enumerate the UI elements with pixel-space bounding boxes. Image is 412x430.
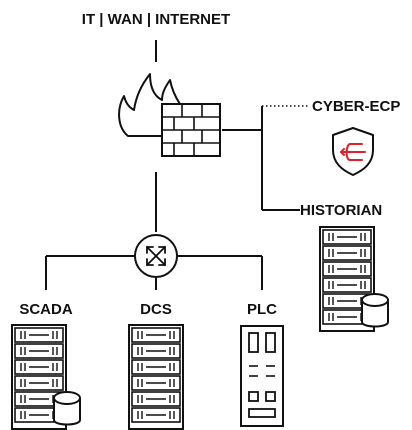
cyber-ecp-label: CYBER-ECP (312, 98, 400, 115)
plc-controller-icon (240, 325, 284, 427)
scada-database-icon (53, 391, 81, 426)
firewall-icon (118, 73, 221, 157)
shield-trident-icon (332, 127, 374, 176)
dcs-label: DCS (140, 301, 172, 318)
historian-label: HISTORIAN (300, 202, 382, 219)
historian-database-icon (361, 293, 389, 328)
dcs-server-icon (128, 324, 184, 430)
scada-server-icon (11, 324, 67, 430)
network-switch-icon (134, 234, 178, 278)
connection-lines (45, 40, 310, 290)
scada-label: SCADA (19, 301, 73, 318)
plc-label: PLC (247, 301, 277, 318)
internet-label: IT | WAN | INTERNET (82, 11, 230, 28)
